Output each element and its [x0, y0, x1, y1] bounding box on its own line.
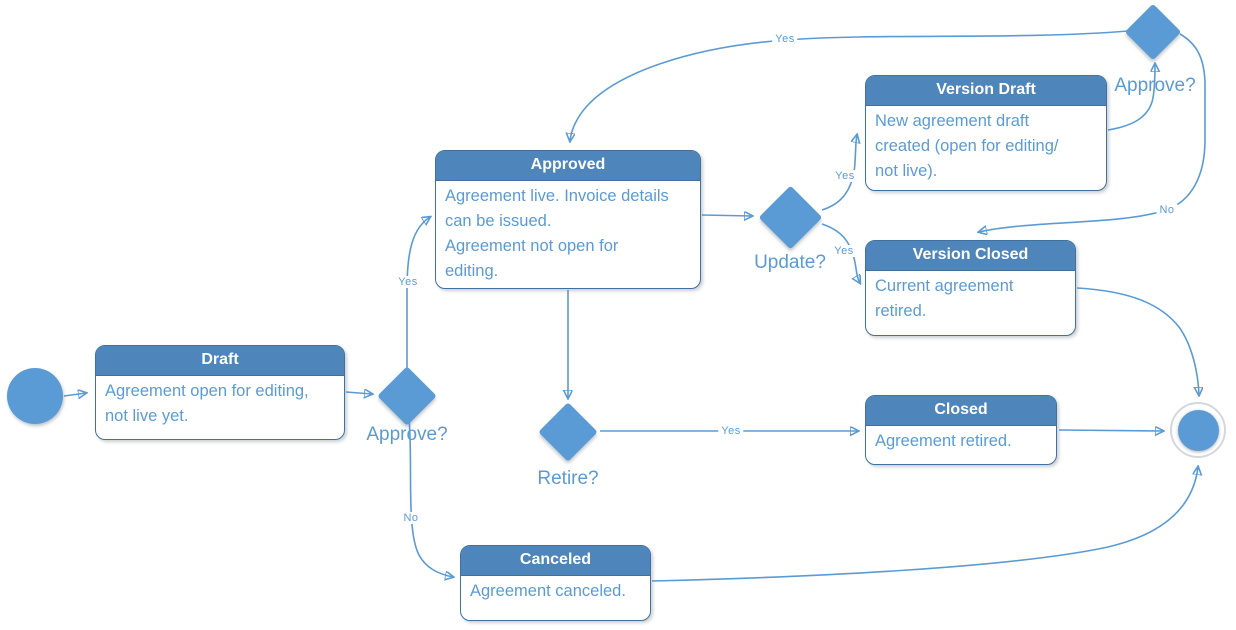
edge-closed-to-end [1058, 430, 1163, 431]
state-version-draft[interactable]: Version Draft New agreement draft create… [865, 75, 1107, 191]
decision-approve-2-label: Approve? [1114, 75, 1196, 96]
state-version-closed-title: Version Closed [866, 241, 1075, 271]
end-node-inner [1177, 409, 1219, 451]
edge-version-closed-to-end [1076, 287, 1199, 395]
edge-approve1-yes-to-approved [406, 217, 430, 374]
state-version-draft-title: Version Draft [866, 76, 1106, 106]
decision-retire-label: Retire? [537, 468, 599, 489]
edge-approve2-yes-to-approved [570, 30, 1129, 141]
edge-label-approve2-no: No [1156, 204, 1178, 216]
edge-label-approve1-no: No [400, 512, 422, 524]
edge-label-approve1-yes: Yes [395, 276, 421, 288]
state-version-draft-body: New agreement draft created (open for ed… [875, 112, 1059, 180]
state-approved[interactable]: Approved Agreement live. Invoice details… [435, 150, 701, 289]
start-node[interactable] [7, 368, 63, 424]
edge-approve2-no-to-version-closed [979, 33, 1206, 232]
state-approved-title: Approved [436, 151, 700, 181]
state-closed[interactable]: Closed Agreement retired. [865, 395, 1057, 465]
decision-approve-1-label: Approve? [366, 424, 448, 445]
state-closed-title: Closed [866, 396, 1056, 426]
state-approved-body: Agreement live. Invoice details can be i… [445, 187, 669, 280]
state-draft[interactable]: Draft Agreement open for editing, not li… [95, 345, 345, 440]
edge-canceled-to-end [651, 467, 1198, 582]
edge-label-update-yes-draft: Yes [832, 170, 858, 182]
end-node[interactable] [1170, 402, 1226, 458]
edge-draft-to-approve1 [345, 392, 372, 394]
state-version-closed-body: Current agreement retired. [875, 277, 1014, 320]
state-canceled-title: Canceled [461, 546, 650, 576]
edge-update-yes-to-version-closed [821, 223, 860, 283]
edge-version-draft-to-approve2 [1107, 64, 1155, 131]
state-draft-title: Draft [96, 346, 344, 376]
edge-label-approve2-yes: Yes [772, 33, 798, 45]
edge-start-to-draft [63, 393, 86, 396]
edge-approved-to-update [701, 215, 752, 216]
edge-label-retire-yes: Yes [718, 425, 744, 437]
edge-label-update-yes-closed: Yes [831, 245, 857, 257]
edge-approve1-no-to-canceled [408, 417, 453, 577]
state-closed-body: Agreement retired. [875, 432, 1012, 450]
state-version-closed[interactable]: Version Closed Current agreement retired… [865, 240, 1076, 336]
state-canceled[interactable]: Canceled Agreement canceled. [460, 545, 651, 621]
decision-update-label: Update? [754, 252, 826, 273]
state-canceled-body: Agreement canceled. [470, 582, 626, 600]
state-draft-body: Agreement open for editing, not live yet… [105, 382, 309, 425]
